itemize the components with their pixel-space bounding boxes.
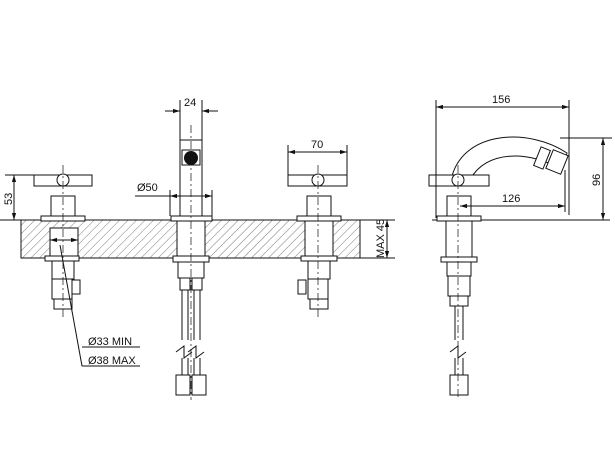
- dim-96-label: 96: [591, 174, 603, 186]
- hole-max-label: Ø38 MAX: [88, 355, 136, 367]
- dim-126-label: 126: [502, 193, 520, 205]
- dimension-max-45: MAX 45: [360, 219, 395, 259]
- dim-53-label: 53: [3, 193, 15, 205]
- dim-70-label: 70: [311, 139, 323, 151]
- hole-min-label: Ø33 MIN: [88, 336, 132, 348]
- right-valve: 70: [287, 139, 348, 320]
- dim-156-label: 156: [492, 94, 510, 106]
- dim-max45-label: MAX 45: [375, 219, 387, 258]
- dim-50-label: Ø50: [137, 182, 158, 194]
- center-spout: 24 Ø50: [135, 97, 218, 400]
- left-valve: [33, 165, 140, 367]
- dimension-53: 53: [3, 174, 40, 220]
- dim-24-label: 24: [184, 97, 196, 109]
- side-view-bidet-mixer: 156 126 96: [428, 94, 612, 400]
